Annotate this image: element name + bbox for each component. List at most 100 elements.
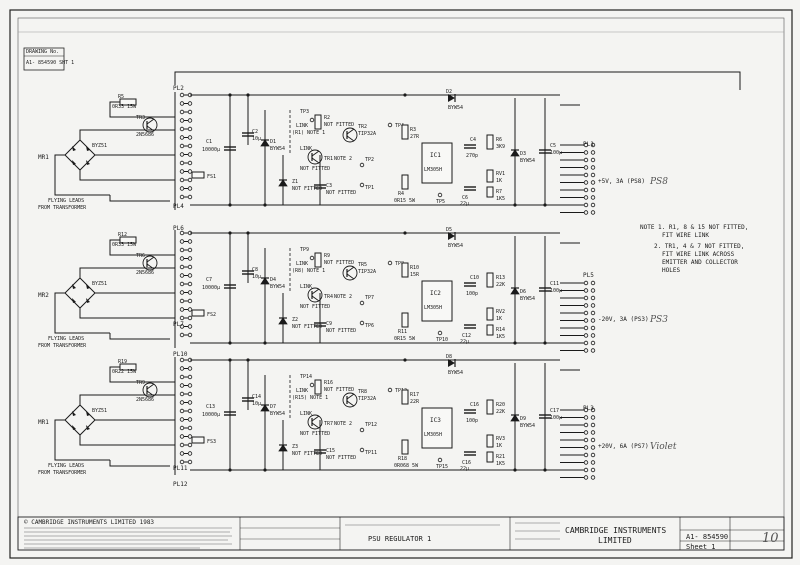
diode-top-ref: D8 — [446, 354, 452, 360]
connector-pin — [187, 169, 193, 174]
diode-top — [448, 94, 456, 102]
transistor-body — [142, 117, 158, 133]
note-2: 2. TR1, 4 & 7 NOT FITTED, — [654, 243, 744, 250]
connector-pin — [387, 122, 393, 128]
c2-ref: C2 — [252, 129, 258, 135]
capacitor-c2 — [242, 270, 254, 275]
connector-pin — [590, 288, 596, 293]
diode-d3 — [510, 414, 520, 422]
r7-ref: R21 — [496, 454, 505, 460]
diode-body — [260, 404, 270, 412]
transistor-lead — [146, 256, 155, 263]
bridge-rectifier — [64, 404, 96, 436]
transistor-lead — [346, 266, 355, 273]
link-note: (R15) NOTE 1 — [292, 395, 328, 401]
resistor-r4 — [401, 312, 409, 328]
zener-note: NOT FITTED — [292, 451, 322, 457]
connector-pin — [179, 408, 185, 414]
connector-pin — [359, 182, 365, 188]
connector-pin — [179, 152, 185, 157]
regulator-ic — [421, 142, 453, 184]
transistor-body — [342, 392, 358, 408]
connector-pin — [590, 295, 596, 301]
connector-pin — [437, 330, 443, 336]
junction-dot — [228, 341, 232, 345]
trimmer-rv — [486, 169, 494, 183]
bridge-ref: MR1 — [38, 419, 49, 426]
connector-pin — [179, 273, 185, 278]
link2-label: LINK — [300, 411, 312, 417]
r6-value: 22K — [496, 282, 505, 288]
outer-border — [9, 9, 793, 559]
bridge-plus-wire — [79, 267, 175, 278]
connector-pl1: PL1 — [583, 141, 594, 148]
connector-pl4: PL4 — [173, 203, 184, 210]
r2-ref: R9 — [324, 253, 330, 259]
test-point-e: TP15 — [436, 464, 448, 470]
sense-resistor-ref: R12 — [118, 232, 127, 238]
r3-ref: R3 — [410, 127, 416, 133]
resistor-r2 — [314, 252, 322, 268]
connector-pin — [583, 165, 589, 170]
note-2d: HOLES — [662, 267, 680, 274]
c6-ref: C16 — [462, 460, 471, 466]
sense-resistor-value: 0R22 15W — [112, 369, 137, 375]
connector-pin — [583, 318, 589, 323]
connector-pin — [187, 417, 193, 422]
rv-value: 1K — [496, 316, 502, 322]
connector-pin — [179, 400, 185, 405]
connector-pin — [179, 135, 185, 140]
resistor-r6 — [486, 134, 494, 150]
connector-pin — [583, 142, 589, 148]
connector-pin — [187, 281, 193, 287]
main-cap-value: 10000µ — [202, 412, 220, 418]
transistor-body — [307, 414, 323, 430]
connector-pin — [590, 415, 596, 420]
d1-part: BYW54 — [270, 411, 285, 417]
connector-pin — [179, 434, 185, 439]
pass-transistor — [142, 382, 158, 398]
flying-leads-label: FLYING LEADS — [48, 463, 84, 469]
connector-pin — [187, 298, 193, 304]
connector-pin — [187, 177, 193, 183]
flying-lead-wire — [109, 333, 170, 340]
connector-pin — [583, 310, 589, 316]
transistor-lead — [146, 118, 155, 125]
junction-dot — [403, 358, 407, 362]
connector-pin — [583, 157, 589, 163]
connector-pin — [583, 460, 589, 465]
connector-pin — [590, 172, 596, 178]
zener-note: NOT FITTED — [292, 186, 322, 192]
connector-pin — [179, 186, 185, 191]
connector-pin — [309, 117, 315, 123]
connector-pin — [583, 348, 589, 353]
c4-value: 270p — [466, 153, 478, 159]
connector-pin — [179, 391, 185, 397]
flying-leads-label: FLYING LEADS — [48, 336, 84, 342]
bridge-diode — [86, 160, 90, 165]
resistor-r7 — [486, 186, 494, 198]
junction-dot — [228, 203, 232, 207]
connector-pl10: PL10 — [173, 351, 188, 358]
junction-dot — [513, 468, 517, 472]
main-cap-ref: C1 — [206, 139, 212, 145]
connector-pin — [187, 135, 193, 140]
connector-pin — [590, 422, 596, 428]
connector-pin — [187, 434, 193, 439]
main-cap-value: 10000µ — [202, 285, 220, 291]
test-point-a: TP8 — [395, 261, 404, 267]
connector-pin — [187, 366, 193, 371]
d3-ref: D9 — [520, 416, 526, 422]
junction-dot — [513, 203, 517, 207]
handwritten-output-note: Violet — [650, 442, 677, 452]
bridge-part: BYZ51 — [92, 408, 107, 414]
r6-ref: R13 — [496, 275, 505, 281]
connector-pl3: PL3 — [583, 405, 594, 412]
pass-transistor-ref: TR6 — [136, 253, 145, 259]
resistor-r7 — [486, 324, 494, 336]
c6-value: 22µ — [460, 466, 469, 472]
capacitor-c6 — [464, 324, 476, 329]
ic-ref: IC1 — [430, 152, 441, 159]
company-name-line2: LIMITED — [598, 536, 632, 545]
